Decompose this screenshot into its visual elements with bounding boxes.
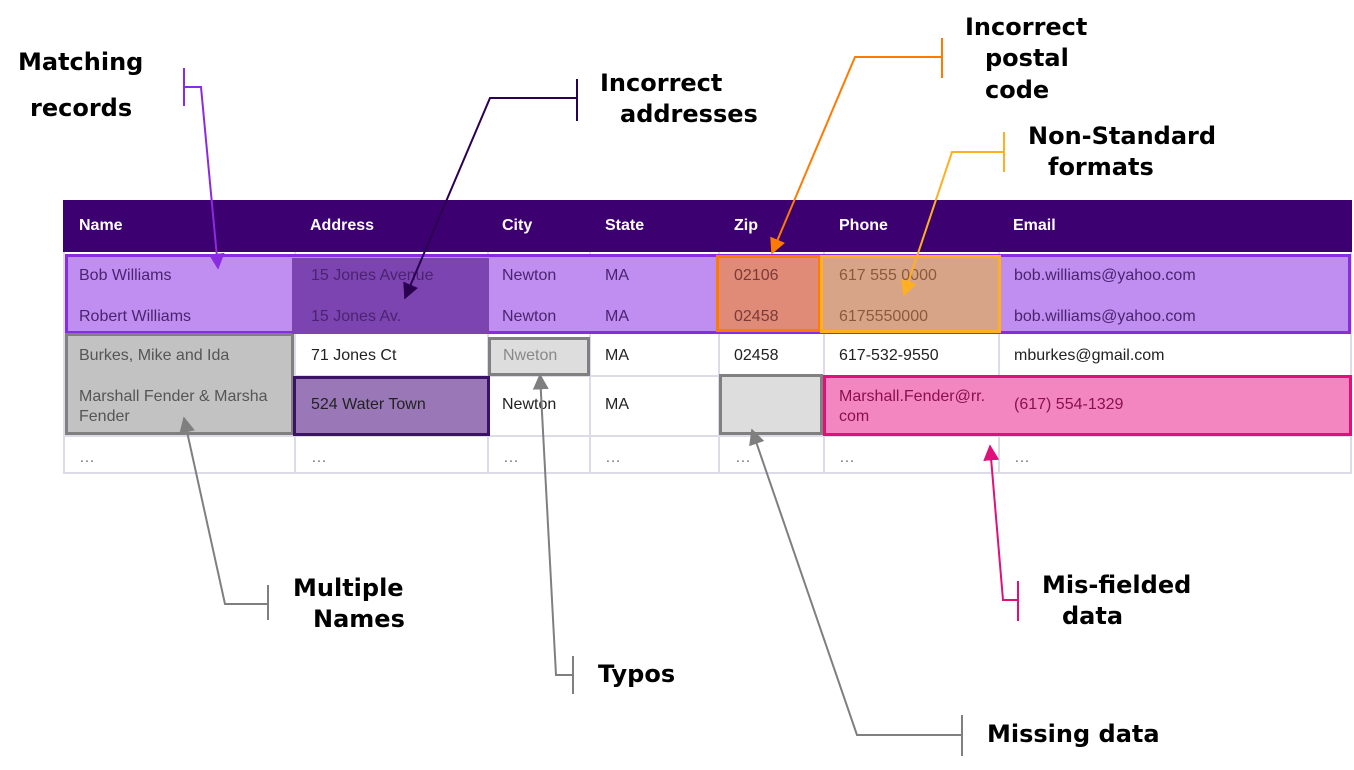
label-typos: Typos <box>598 660 676 688</box>
column-header-city: City <box>502 217 533 234</box>
label-non-standard-line1: Non-Standard <box>1028 122 1217 150</box>
postal-code-highlight <box>716 255 821 332</box>
matching-records-highlight <box>65 254 1351 334</box>
label-postal-code-line3: code <box>985 76 1050 104</box>
table-cell: bob.williams@yahoo.com <box>1014 308 1196 325</box>
table-cell: (617) 554-1329 <box>1014 396 1124 413</box>
table-cell: mburkes@gmail.com <box>1014 347 1165 364</box>
table-cell: MA <box>605 308 629 325</box>
label-non-standard-line2: formats <box>1048 153 1154 181</box>
table-cell: … <box>311 449 327 466</box>
table-cell: 02458 <box>734 308 779 325</box>
column-header-state: State <box>605 217 645 234</box>
table-cell: Bob Williams <box>79 267 172 284</box>
table-cell: Marshall Fender & Marsha Fender <box>79 388 268 425</box>
table-cell: Nweton <box>503 347 558 364</box>
table-cell: … <box>503 449 519 466</box>
label-matching-records-line1: Matching <box>18 48 144 76</box>
label-incorrect-addresses-line1: Incorrect <box>600 69 723 97</box>
table-cell: 6175550000 <box>839 308 928 325</box>
table-cell: … <box>605 449 621 466</box>
label-postal-code-line1: Incorrect <box>965 13 1088 41</box>
table-cell: 15 Jones Av. <box>311 308 402 325</box>
label-incorrect-addresses-line2: addresses <box>620 100 758 128</box>
table-cell: Newton <box>502 396 557 413</box>
label-multiple-names-line2: Names <box>313 605 405 633</box>
label-missing-data: Missing data <box>987 720 1160 748</box>
table-cell: MA <box>605 267 629 284</box>
table-cell: … <box>1014 449 1030 466</box>
column-divider <box>998 252 1000 474</box>
column-header-phone: Phone <box>839 217 888 234</box>
table-cell: bob.williams@yahoo.com <box>1014 267 1196 284</box>
table-cell: Robert Williams <box>79 308 192 325</box>
table-cell: Newton <box>502 308 557 325</box>
table-cell: … <box>79 449 95 466</box>
table-cell: … <box>735 449 751 466</box>
column-header-email: Email <box>1013 217 1056 234</box>
table-cell: Burkes, Mike and Ida <box>79 347 230 364</box>
table-cell: 617-532-9550 <box>839 347 939 364</box>
table-header <box>63 200 1352 252</box>
table-cell: MA <box>605 347 629 364</box>
missing-data-connector <box>749 428 963 756</box>
misfielded-data-highlight <box>823 375 1352 436</box>
row-divider <box>63 375 1352 377</box>
table-cell: MA <box>605 396 629 413</box>
table-cell: 71 Jones Ct <box>311 347 397 364</box>
label-matching-records-line2: records <box>30 94 133 122</box>
incorrect-address-highlight-row4 <box>293 376 490 436</box>
column-divider <box>823 252 825 474</box>
column-header-zip: Zip <box>734 217 758 234</box>
table-cell: Marshall.Fender@rr.com <box>839 388 986 425</box>
column-header-address: Address <box>310 217 375 234</box>
table-cell: 524 Water Town <box>311 396 426 413</box>
missing-data-highlight <box>719 374 823 435</box>
label-multiple-names-line1: Multiple <box>293 574 404 602</box>
table-cell: 617 555 0000 <box>839 267 937 284</box>
table-cell: … <box>839 449 855 466</box>
label-postal-code-line2: postal <box>985 44 1069 72</box>
column-divider <box>294 252 296 474</box>
table-cell: 02106 <box>734 267 779 284</box>
column-divider <box>718 252 720 474</box>
table-cell: 02458 <box>734 347 779 364</box>
table-cell: Newton <box>502 267 557 284</box>
column-divider <box>589 252 591 474</box>
label-misfielded-line1: Mis-fielded <box>1042 571 1192 599</box>
row-divider <box>63 435 1352 437</box>
table-cell: 15 Jones Avenue <box>311 267 434 284</box>
column-header-name: Name <box>79 217 123 234</box>
label-misfielded-line2: data <box>1062 602 1124 630</box>
